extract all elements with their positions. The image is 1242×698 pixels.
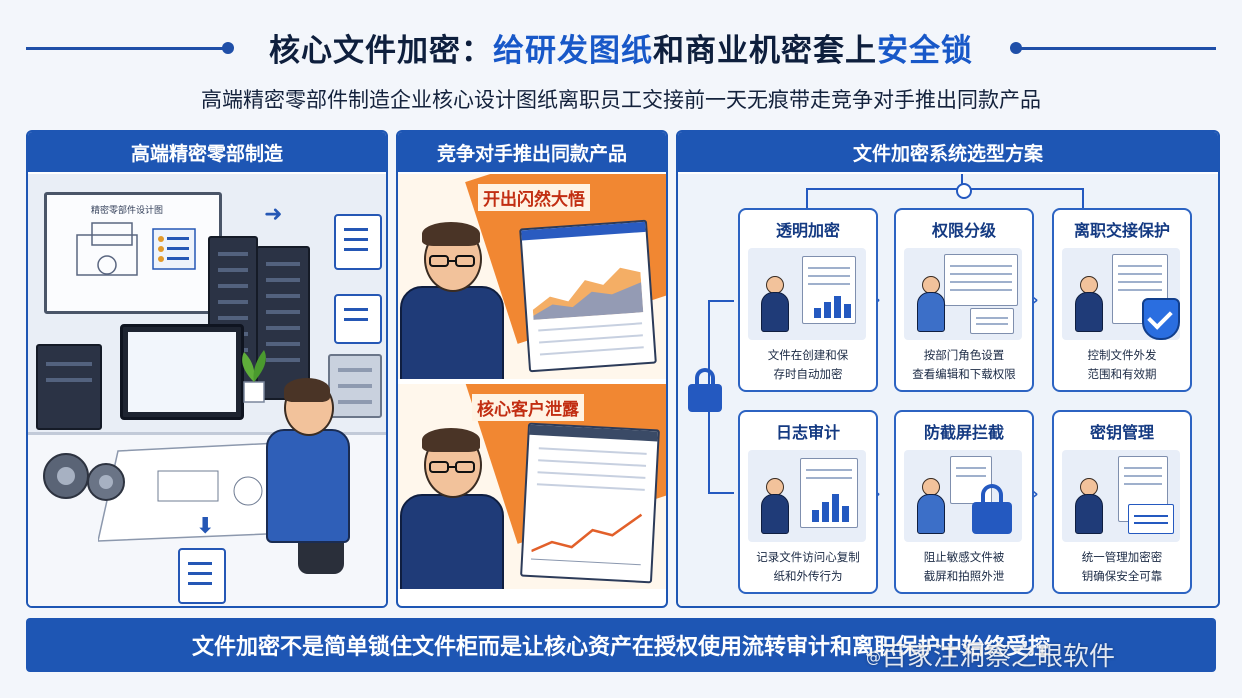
flow-connector bbox=[708, 492, 734, 494]
server-rack-icon bbox=[328, 354, 382, 418]
card-title: 防截屏拦截 bbox=[923, 423, 1004, 442]
solution-grid: › › › › 透明加密 文件在创建和保 存时自动加密 权限分级 bbox=[678, 174, 1218, 606]
scene-top-caption: 开出闪然大悟 bbox=[478, 184, 590, 211]
card-illustration bbox=[1062, 248, 1180, 340]
card-illustration bbox=[748, 450, 866, 542]
shield-check-icon bbox=[1142, 298, 1180, 340]
title-rule-right bbox=[1016, 47, 1216, 50]
footer-banner: 文件加密不是简单锁住文件柜而是让核心资产在授权使用流转审计和离职保护中始终受控 bbox=[26, 618, 1216, 672]
title-highlight-2: 安全锁 bbox=[877, 32, 973, 69]
scene-client-leak: 核心客户泄露 bbox=[398, 384, 666, 589]
desktop-tower-icon bbox=[36, 344, 102, 430]
title-highlight-1: 给研发图纸 bbox=[493, 32, 653, 69]
manufacturing-scene: 精密零部件设计图 ➜ bbox=[28, 174, 386, 606]
flow-connector bbox=[708, 300, 734, 302]
page-title: 核心文件加密：给研发图纸和商业机密套上安全锁 bbox=[240, 22, 1002, 72]
card-transparent-encryption[interactable]: 透明加密 文件在创建和保 存时自动加密 bbox=[738, 208, 878, 392]
card-title: 密钥管理 bbox=[1089, 423, 1154, 442]
card-illustration bbox=[904, 248, 1022, 340]
flow-node-dot bbox=[956, 183, 972, 199]
card-description: 按部门角色设置 查看编辑和下载权限 bbox=[912, 348, 1016, 381]
server-rack-icon bbox=[256, 246, 310, 400]
card-key-management[interactable]: 密钥管理 统一管理加密密 钥确保安全可靠 bbox=[1052, 410, 1192, 594]
card-title: 离职交接保护 bbox=[1073, 221, 1170, 240]
lock-icon bbox=[972, 484, 1012, 536]
card-title: 日志审计 bbox=[775, 423, 840, 442]
footer-text: 文件加密不是简单锁住文件柜而是让核心资产在授权使用流转审计和离职保护中始终受控 bbox=[191, 635, 1050, 660]
card-description: 统一管理加密密 钥确保安全可靠 bbox=[1081, 550, 1163, 583]
panel-manufacturing-title: 高端精密零部制造 bbox=[28, 132, 386, 172]
panel-solution-title: 文件加密系统选型方案 bbox=[678, 132, 1218, 172]
arrow-right-icon: › bbox=[1032, 484, 1039, 503]
flow-connector bbox=[806, 188, 808, 208]
panel-competitor-title: 竞争对手推出同款产品 bbox=[398, 132, 666, 172]
title-row: 核心文件加密：给研发图纸和商业机密套上安全锁 bbox=[0, 22, 1242, 72]
card-audit-logs[interactable]: 日志审计 记录文件访问心复制 纸和外传行为 bbox=[738, 410, 878, 594]
flow-connector bbox=[1082, 188, 1084, 208]
scene-bottom-caption: 核心客户泄露 bbox=[472, 394, 584, 421]
page-subtitle: 高端精密零部件制造企业核心设计图纸离职员工交接前一天无痕带走竞争对手推出同款产品 bbox=[201, 88, 1041, 112]
bar-chart-icon bbox=[814, 294, 851, 318]
bar-chart-icon bbox=[812, 490, 849, 522]
area-chart-icon bbox=[532, 267, 644, 320]
card-offboarding-protection[interactable]: 离职交接保护 控制文件外发 范围和有效期 bbox=[1052, 208, 1192, 392]
title-part-1: 核心文件加密： bbox=[269, 32, 493, 69]
arrow-right-icon: › bbox=[1032, 290, 1039, 309]
panel-manufacturing: 高端精密零部制造 精密零部件设计图 ➜ bbox=[26, 130, 388, 608]
card-description: 文件在创建和保 存时自动加密 bbox=[767, 348, 849, 381]
panel-solution: 文件加密系统选型方案 › › › › 透明加密 文件在创建 bbox=[676, 130, 1220, 608]
watermark-text: 百家注洞察之眼软件 bbox=[881, 642, 1116, 672]
card-description: 阻止敏感文件被 截屏和拍照外泄 bbox=[923, 550, 1005, 583]
card-illustration bbox=[748, 248, 866, 340]
scene-realization: 开出闪然大悟 bbox=[398, 174, 666, 379]
card-screenshot-block[interactable]: 防截屏拦截 阻止敏感文件被 截屏和拍照外泄 bbox=[894, 410, 1034, 594]
checklist-icon bbox=[334, 294, 382, 344]
card-description: 控制文件外发 范围和有效期 bbox=[1087, 348, 1157, 381]
card-illustration bbox=[904, 450, 1022, 542]
title-part-2: 和商业机密套上 bbox=[653, 32, 877, 69]
computer-monitor bbox=[120, 324, 244, 420]
card-title: 透明加密 bbox=[775, 221, 840, 240]
plant-icon bbox=[242, 350, 266, 403]
watermark-prefix: @ bbox=[866, 648, 881, 667]
panel-competitor: 竞争对手推出同款产品 开出闪然大悟 核心客户泄露 bbox=[396, 130, 668, 608]
arrow-down-icon: ⬇ bbox=[196, 514, 215, 539]
whiteboard-text: 精密零部件设计图 bbox=[91, 206, 164, 216]
card-description: 记录文件访问心复制 纸和外传行为 bbox=[756, 550, 860, 583]
glasses-icon bbox=[429, 255, 475, 267]
line-chart-icon bbox=[530, 513, 643, 566]
flow-connector bbox=[806, 188, 1084, 190]
watermark: @百家注洞察之眼软件 bbox=[866, 636, 1115, 673]
arrow-right-icon: ➜ bbox=[264, 202, 283, 227]
report-document bbox=[519, 219, 657, 373]
card-permission-levels[interactable]: 权限分级 按部门角色设置 查看编辑和下载权限 bbox=[894, 208, 1034, 392]
lock-icon bbox=[688, 368, 722, 416]
blueprint-sketch-icon bbox=[76, 222, 196, 276]
title-dot-left bbox=[222, 42, 234, 54]
flow-connector bbox=[961, 174, 963, 188]
card-title: 权限分级 bbox=[931, 221, 996, 240]
title-rule-left bbox=[26, 47, 224, 50]
checklist-icon bbox=[178, 548, 226, 604]
gear-parts-icon bbox=[43, 453, 125, 501]
whiteboard: 精密零部件设计图 bbox=[44, 192, 222, 314]
checklist-icon bbox=[334, 214, 382, 270]
glasses-icon bbox=[429, 461, 475, 473]
card-illustration bbox=[1062, 450, 1180, 542]
sales-document bbox=[520, 422, 660, 584]
key-card-icon bbox=[1128, 504, 1174, 534]
